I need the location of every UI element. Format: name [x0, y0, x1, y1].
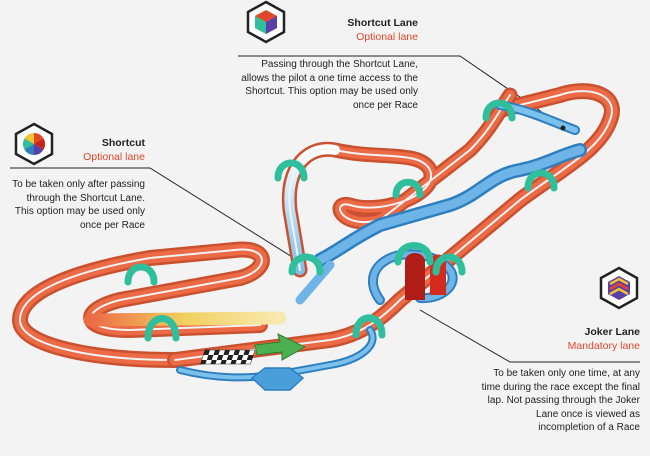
gate-icon [392, 178, 424, 199]
gate-icon [524, 169, 558, 192]
callout-shortcut-lane: Shortcut Lane Optional lane Passing thro… [238, 17, 418, 112]
joker-lane-hexagon-icon [599, 266, 639, 310]
callout-shortcut: Shortcut Optional lane To be taken only … [10, 137, 145, 232]
shortcut-lane-hexagon-icon [246, 0, 286, 44]
shortcut-hexagon-icon [14, 122, 54, 166]
callout-description: To be taken only after passing through t… [12, 179, 145, 231]
gates [124, 99, 558, 342]
gate-icon [432, 253, 466, 276]
gate-icon [144, 315, 180, 342]
callout-description: To be taken only one time, at any time d… [481, 368, 640, 433]
gate-icon [288, 253, 324, 276]
callout-title: Shortcut [101, 137, 145, 149]
callout-title: Joker Lane [584, 326, 640, 338]
callout-description: Passing through the Shortcut Lane, allow… [241, 59, 418, 111]
callout-subtitle: Mandatory lane [567, 339, 640, 352]
callout-title: Shortcut Lane [347, 17, 418, 29]
callout-subtitle: Optional lane [356, 30, 418, 43]
gate-icon [394, 242, 434, 266]
leader-line-joker [419, 309, 640, 363]
start-finish-checkered-flag [200, 349, 256, 365]
shortcut-lane-marker [560, 125, 566, 131]
hexagon-platform [250, 367, 305, 391]
leader-line-shortcut [10, 167, 306, 266]
callout-subtitle: Optional lane [83, 150, 145, 163]
callout-joker-lane: Joker Lane Mandatory lane To be taken on… [480, 326, 640, 435]
gate-icon [482, 99, 516, 122]
gate-icon [124, 263, 158, 286]
direction-arrow-icon [254, 333, 307, 361]
gate-icon [352, 314, 386, 339]
gate-icon [274, 159, 308, 182]
